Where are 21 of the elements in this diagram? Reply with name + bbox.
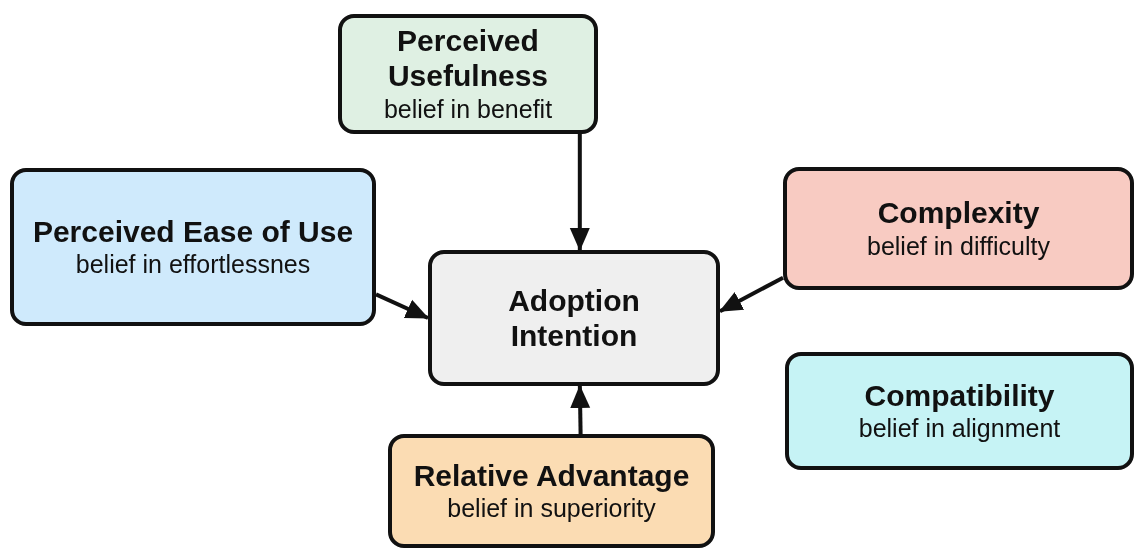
concept-description: belief in effortlessnes <box>75 249 311 281</box>
concept-title: Compatibility <box>864 377 1055 414</box>
concept-title: Adoption Intention <box>507 282 641 354</box>
concept-box <box>783 167 1134 290</box>
concept-description: belief in alignment <box>858 413 1061 445</box>
concept-box <box>10 168 376 326</box>
concept-description: belief in difficulty <box>867 230 1050 262</box>
arrow <box>569 134 590 251</box>
concept-description: belief in benefit <box>383 93 553 125</box>
arrow <box>719 275 784 313</box>
concept-box <box>388 434 715 548</box>
concept-title: Complexity <box>877 195 1040 231</box>
concept-title: Perceived Ease of Use <box>32 213 354 250</box>
concept-box <box>785 352 1134 470</box>
concept-box <box>428 250 720 386</box>
concept-description: belief in superiority <box>447 493 656 525</box>
concept-title: Relative Advantage <box>413 457 690 494</box>
arrow <box>570 385 591 435</box>
concept-title: Perceived Usefulness <box>386 23 550 94</box>
concept-box <box>338 14 598 134</box>
arrow <box>375 292 429 320</box>
